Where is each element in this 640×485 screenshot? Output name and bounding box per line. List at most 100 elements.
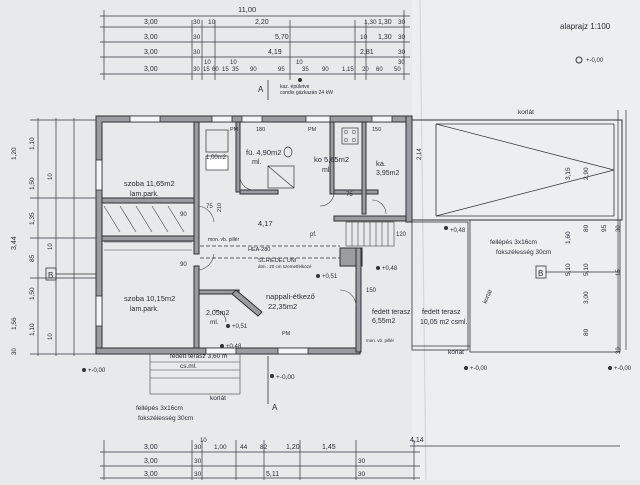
dim-label: 150 bbox=[366, 288, 377, 294]
svg-text:30: 30 bbox=[194, 444, 202, 451]
svg-text:+0,48: +0,48 bbox=[450, 228, 466, 234]
svg-text:30: 30 bbox=[616, 225, 622, 232]
svg-text:80: 80 bbox=[583, 224, 590, 232]
dim-label: 210 bbox=[217, 203, 223, 212]
dim-label: 4,19 bbox=[268, 49, 282, 56]
room-floor: 22,35m2 bbox=[268, 302, 297, 311]
svg-text:10: 10 bbox=[48, 333, 54, 340]
front-steps bbox=[149, 353, 241, 395]
dim-label: 30 bbox=[193, 49, 201, 56]
svg-text:30: 30 bbox=[358, 458, 366, 465]
room-floor: 6,55m2 bbox=[372, 318, 395, 325]
bathroom-fixtures bbox=[205, 129, 295, 189]
chimney-label-2: átm.: 20 cm szemetfelközé bbox=[258, 264, 312, 269]
svg-text:30: 30 bbox=[194, 471, 202, 478]
room-floor: 10,05 m2 csml. bbox=[420, 319, 468, 326]
dim-label: 30 bbox=[398, 34, 406, 41]
railing-label: korlát bbox=[448, 349, 464, 356]
chimney-label: SCHIEDEL UNI bbox=[258, 258, 297, 264]
dim-label: 10 bbox=[296, 60, 303, 66]
svg-text:10: 10 bbox=[200, 438, 207, 444]
step-label: fokszélesség 30cm bbox=[496, 249, 551, 256]
room-floor: ml. bbox=[322, 167, 331, 174]
section-marker-a-bottom: A bbox=[267, 356, 278, 412]
svg-text:+0,48: +0,48 bbox=[226, 344, 242, 350]
svg-text:+-0,00: +-0,00 bbox=[88, 368, 106, 374]
bottom-dimensions: 3,00 30 10 1,20 1,45 4,14 3,00 30 1,00 4… bbox=[100, 437, 620, 480]
svg-text:2,90: 2,90 bbox=[583, 167, 590, 180]
dim-label: 15 bbox=[222, 67, 229, 73]
room-name: fedett terasz bbox=[372, 309, 411, 316]
stove-icon bbox=[341, 127, 359, 145]
dim-label: PM bbox=[308, 127, 317, 133]
dim-label: 95 bbox=[278, 67, 285, 73]
dim-label: 2,20 bbox=[255, 19, 269, 26]
room-name: ko 5,65m2 bbox=[314, 155, 349, 164]
outdoor-terrace bbox=[411, 110, 627, 353]
svg-text:82: 82 bbox=[260, 444, 268, 451]
svg-text:1,10: 1,10 bbox=[29, 323, 36, 336]
dim-label: 4,17 bbox=[258, 219, 273, 228]
dim-label: 30 bbox=[193, 34, 201, 41]
railing-label: korlát bbox=[518, 109, 534, 116]
svg-text:+0,48: +0,48 bbox=[382, 266, 398, 272]
dim-label: 30 bbox=[193, 67, 200, 73]
svg-text:30: 30 bbox=[358, 471, 366, 478]
dim-label: 75 bbox=[206, 204, 213, 210]
railing-label: korlát bbox=[210, 395, 226, 402]
dim-label: 3,00 bbox=[144, 49, 158, 56]
svg-text:5,10: 5,10 bbox=[565, 263, 572, 276]
dim-label: 10 bbox=[204, 60, 211, 66]
room-name: szoba 11,65m2 bbox=[124, 179, 175, 188]
right-dimensions: 3,15 2,90 80 95 30 1,60 5,10 15 5,10 3,0… bbox=[565, 167, 622, 354]
dim-label: PM bbox=[230, 127, 239, 133]
dim-top-overall: 11,00 bbox=[238, 5, 256, 14]
dim-label: 3,00 bbox=[144, 66, 158, 73]
railing-label: korlát bbox=[482, 289, 494, 305]
dim-label: 90 bbox=[322, 67, 329, 73]
dim-label: 90 bbox=[180, 262, 187, 268]
svg-text:85: 85 bbox=[29, 254, 36, 262]
dim-label: 90 bbox=[180, 212, 187, 218]
svg-text:+-0,00: +-0,00 bbox=[276, 374, 295, 381]
dim-label: 180 bbox=[256, 127, 265, 133]
dim-label: 1,30 bbox=[378, 19, 392, 26]
inner-stairs bbox=[345, 221, 395, 247]
hea-beam bbox=[200, 245, 340, 259]
room-name: szoba 10,15m2 bbox=[124, 294, 175, 303]
svg-text:+-0,00: +-0,00 bbox=[470, 366, 488, 372]
svg-text:10: 10 bbox=[48, 173, 54, 180]
svg-text:44: 44 bbox=[240, 444, 248, 451]
svg-text:95: 95 bbox=[601, 224, 608, 232]
step-label: fellépés 3x16cm bbox=[490, 239, 537, 246]
step-label: fokszélesség 30cm bbox=[138, 415, 193, 422]
room-name: fedett terasz 3,60 m bbox=[170, 353, 227, 360]
room-area: 1,00m2 bbox=[206, 155, 227, 161]
room-name: fü. 4,90m2 bbox=[246, 148, 281, 157]
dim-label: 30 bbox=[398, 19, 406, 26]
pillar-label: mon. vb. pillér bbox=[208, 237, 239, 243]
svg-text:1,35: 1,35 bbox=[29, 212, 36, 225]
svg-text:5,11: 5,11 bbox=[266, 471, 279, 478]
left-dimensions: 1,10 1,20 3,44 1,50 1,35 85 1,50 1,10 1,… bbox=[11, 118, 96, 356]
room-name: nappali-étkező bbox=[266, 292, 315, 301]
svg-text:3,00: 3,00 bbox=[144, 471, 158, 478]
dim-label: 75 bbox=[346, 192, 353, 198]
hea-label: HEA-280 bbox=[248, 247, 270, 253]
section-marker-b-right: B bbox=[535, 265, 620, 279]
svg-text:3,00: 3,00 bbox=[144, 458, 158, 465]
svg-text:15: 15 bbox=[616, 269, 622, 276]
dim-label: 20 bbox=[362, 67, 369, 73]
dim-label: 1,30 bbox=[378, 34, 392, 41]
svg-text:+0,51: +0,51 bbox=[232, 324, 248, 330]
dim-label: 1,30 bbox=[364, 19, 377, 26]
svg-text:1,20: 1,20 bbox=[286, 444, 300, 451]
dim-label: 30 bbox=[398, 60, 405, 66]
level-markers: +0,51 +0,51 +0,48 +0,48 +0,48 +-0,00 +-0… bbox=[82, 56, 632, 381]
windows bbox=[95, 115, 393, 355]
room-floor: lam.park. bbox=[130, 191, 159, 198]
dim-label: 90 bbox=[250, 67, 257, 73]
room-floor: ml. bbox=[252, 159, 261, 166]
svg-text:3,15: 3,15 bbox=[565, 167, 572, 180]
svg-text:3,00: 3,00 bbox=[583, 291, 590, 304]
